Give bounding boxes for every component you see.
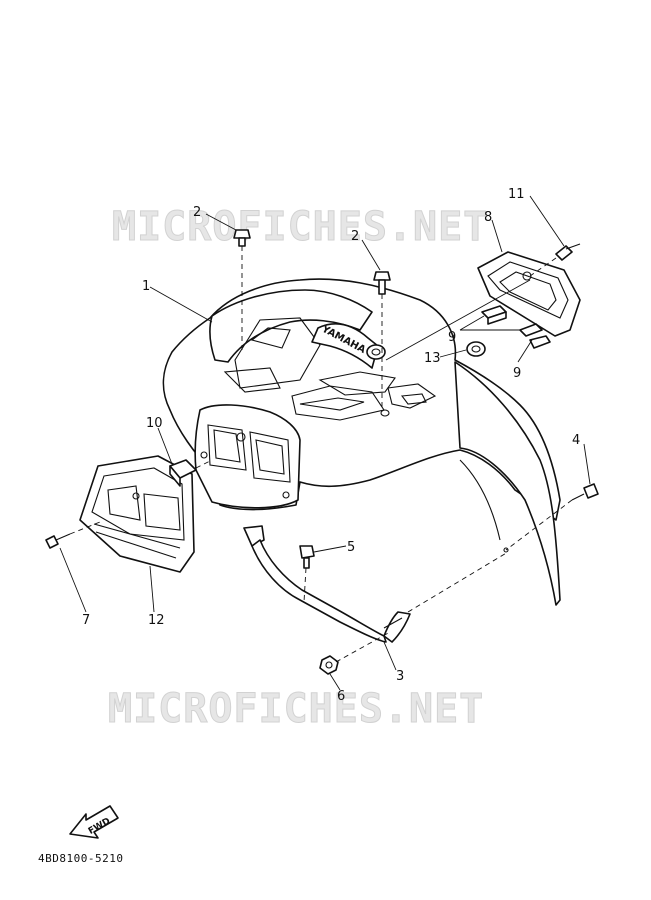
tail-light-housing[interactable] — [477, 251, 581, 337]
callout-6: 6 — [337, 689, 345, 704]
callout-13: 13 — [424, 351, 441, 366]
spacer-10[interactable] — [169, 459, 213, 487]
leader-lines — [59, 195, 591, 691]
callout-9-left: 9 — [448, 330, 456, 345]
bolt-5[interactable] — [299, 545, 315, 603]
callout-4: 4 — [572, 433, 580, 448]
front-fender[interactable]: YAMAHA — [162, 278, 561, 606]
screw-11[interactable] — [529, 243, 581, 277]
callout-8: 8 — [484, 210, 492, 225]
bolt-2-right[interactable] — [373, 271, 391, 408]
bolt-2-left[interactable] — [233, 229, 251, 352]
fwd-arrow-icon: FWD — [69, 805, 119, 839]
headlight-bezel[interactable] — [79, 455, 195, 573]
callout-3: 3 — [396, 669, 404, 684]
diagram-code: 4BD8100-5210 — [38, 852, 123, 865]
nut-6[interactable] — [319, 631, 391, 675]
watermark-bottom: MICROFICHES.NET — [108, 686, 484, 732]
clip-9-right[interactable] — [519, 323, 551, 349]
callout-numbers: 1 2 2 3 4 5 6 7 8 9 9 10 11 12 13 — [82, 187, 580, 704]
callout-5: 5 — [347, 540, 355, 555]
callout-2-right: 2 — [351, 229, 359, 244]
callout-10: 10 — [146, 416, 163, 431]
clip-9-left[interactable] — [481, 305, 507, 325]
screw-7[interactable] — [45, 521, 101, 549]
fender-stay[interactable] — [243, 525, 411, 643]
callout-9-right: 9 — [513, 366, 521, 381]
watermark-top: MICROFICHES.NET — [112, 204, 488, 250]
bolt-4[interactable] — [505, 483, 599, 551]
callout-11: 11 — [508, 187, 525, 202]
callout-2-left: 2 — [193, 205, 201, 220]
grommet-13[interactable] — [466, 341, 486, 357]
callout-1: 1 — [142, 279, 150, 294]
callout-12: 12 — [148, 613, 165, 628]
callout-7: 7 — [82, 613, 90, 628]
